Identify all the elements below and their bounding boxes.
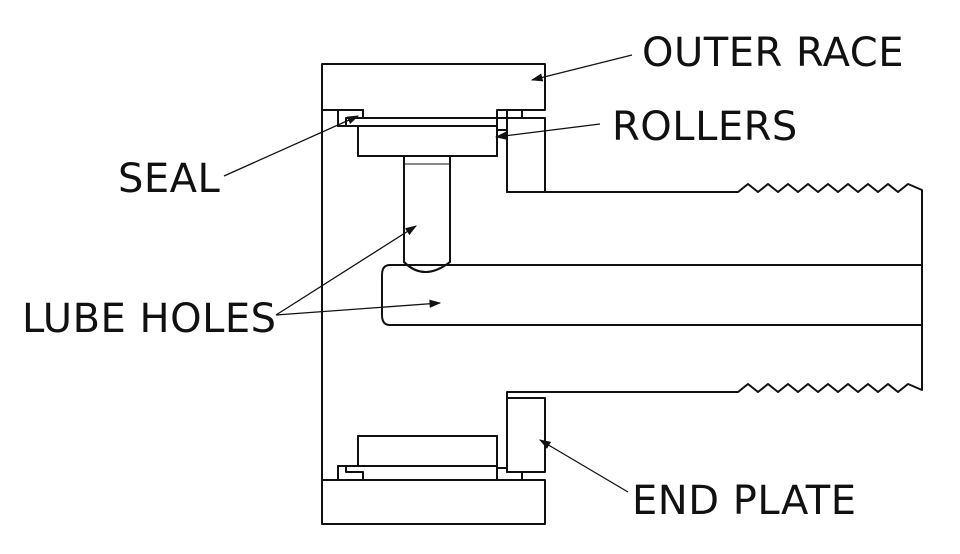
axial-lube-hole <box>381 264 922 326</box>
end-plate-bottom <box>506 397 546 473</box>
seal-top-right <box>496 109 523 131</box>
seal-bottom-right <box>496 467 523 481</box>
leader-end-plate <box>538 439 629 493</box>
radial-lube-hole <box>403 155 451 273</box>
label-end-plate: END PLATE <box>632 478 857 524</box>
roller-top <box>357 125 498 157</box>
end-plate-top <box>506 117 546 193</box>
seal-top-left <box>337 109 364 127</box>
leader-lube-axial <box>275 299 442 316</box>
leader-lube-radial <box>275 225 417 316</box>
leader-outer-race <box>530 54 633 82</box>
label-rollers: ROLLERS <box>612 104 798 150</box>
label-lube-holes: LUBE HOLES <box>22 296 277 342</box>
leader-rollers <box>494 123 601 140</box>
label-seal: SEAL <box>118 156 221 202</box>
roller-bottom <box>357 435 498 467</box>
seal-bottom-left <box>337 465 364 481</box>
outer-race-bottom <box>321 479 546 525</box>
leader-lines <box>223 54 633 493</box>
label-outer-race: OUTER RACE <box>642 30 904 76</box>
stud-body <box>321 109 923 481</box>
leader-seal <box>223 115 360 177</box>
